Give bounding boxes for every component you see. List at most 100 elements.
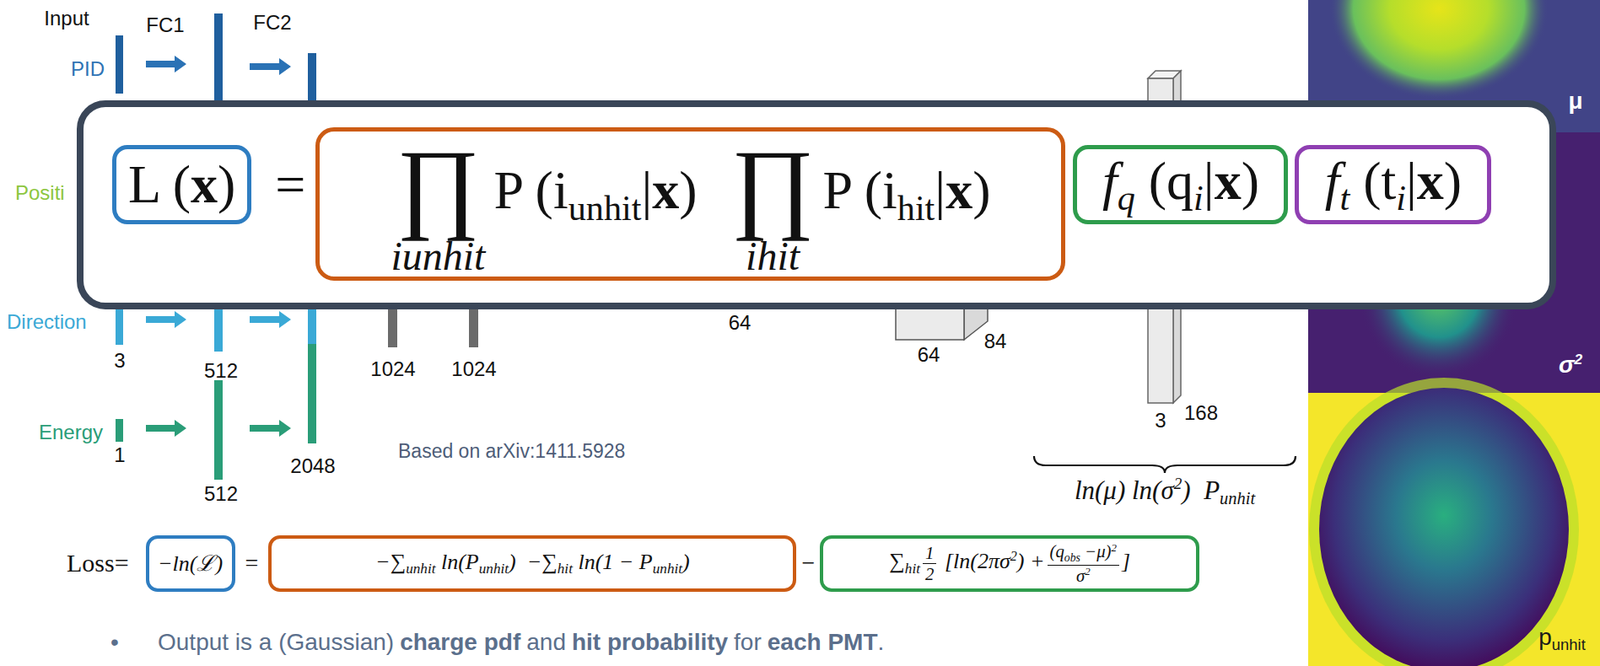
drawing-shape [1309, 377, 1579, 666]
formula-text: x [945, 160, 973, 221]
label-text: σ [1558, 351, 1575, 378]
label-group: 1024 [451, 357, 496, 382]
label-text: Based on arXiv:1411.5928 [398, 440, 625, 463]
drawing-shape [115, 303, 124, 345]
label-group: 64 [917, 343, 941, 367]
hit-probability-box: ∏iunhitP (iunhit|x)∏ihitP (ihit|x) [315, 127, 1066, 281]
formula-text: 2 [1010, 549, 1018, 564]
drawing-shape [249, 311, 291, 329]
drawing-shape [307, 53, 317, 103]
formula-row: P (iunhit|x) [493, 158, 697, 230]
label-text: Loss= [66, 549, 130, 577]
denominator: 2 [922, 564, 937, 585]
drawing-shape [115, 419, 124, 442]
label-text: 64 [728, 311, 752, 335]
label-text: PID [70, 57, 105, 81]
formula-row: −∑unhitln(Punhit)−∑hitln(1 − Punhit) [375, 549, 690, 579]
label-text: ) [1181, 474, 1191, 505]
label-text: FC1 [145, 13, 184, 37]
label-text: . [877, 629, 884, 656]
label-text: Energy [38, 420, 103, 444]
formula-text: q [1117, 177, 1136, 218]
label-group: Energy [38, 420, 103, 445]
label-text: 1 [113, 443, 125, 467]
drawing-shape [145, 55, 187, 73]
formula-text: = [274, 145, 306, 225]
label-group: punhit [1538, 624, 1586, 654]
formula-row: ∑hit12[ln(2πσ2) +(qobs−μ)2σ2] [888, 541, 1131, 586]
label-text: 1024 [370, 357, 415, 381]
formula-text: −∑ [375, 549, 406, 575]
formula-text: ∏ [731, 134, 815, 237]
formula-text: ln(P [441, 549, 480, 575]
numerator: (qobs−μ)2 [1047, 541, 1120, 566]
label-group: 64 [728, 311, 752, 335]
label-text: 84 [984, 329, 1008, 353]
formula-text: (q [1050, 541, 1065, 561]
label-text: ln(μ) ln(σ [1074, 474, 1175, 505]
drawing-shape [249, 58, 291, 76]
formula-text: | [641, 160, 653, 221]
formula-text: f [1325, 150, 1341, 211]
label-group: PID [70, 57, 105, 81]
drawing-shape [115, 35, 124, 94]
formula-text: i [1193, 177, 1204, 218]
formula-text: ] [1121, 549, 1131, 574]
formula-row: fq(qi|x) [1102, 149, 1260, 221]
drawing-shape [249, 420, 291, 437]
label-group: Loss= [66, 549, 130, 579]
label-group: 512 [204, 482, 238, 507]
label-group: 168 [1184, 401, 1218, 426]
formula-text: P (i [493, 160, 568, 221]
label-text: μ [1567, 87, 1583, 114]
formula-text: −μ) [1084, 541, 1111, 561]
label-group: Output is a (Gaussian)charge pdfandhit p… [157, 629, 884, 657]
output-brace [1034, 456, 1296, 474]
label-group: = [245, 549, 259, 577]
formula-text: ) [972, 160, 991, 221]
label-group: 3 [113, 349, 125, 373]
fraction: 12 [922, 543, 937, 585]
label-group: 2048 [290, 454, 335, 479]
label-text: = [245, 549, 259, 577]
formula-text: ) [508, 549, 517, 575]
label-text: each PMT [767, 629, 879, 656]
fraction: (qobs−μ)2σ2 [1047, 541, 1120, 586]
label-text: Output is a (Gaussian) [157, 629, 394, 656]
label-text: hit probability [571, 629, 728, 656]
formula-text: x [1416, 150, 1444, 211]
label-text: charge pdf [399, 629, 521, 656]
label-text: 2 [1573, 350, 1583, 368]
drawing-shape [214, 303, 223, 352]
formula-text: ∏ [396, 134, 480, 237]
formula-text: 2 [1111, 542, 1117, 555]
formula-text: unhit [479, 560, 509, 577]
formula-text: (q [1148, 150, 1194, 211]
formula-text: ln(1 − P [577, 549, 652, 575]
label-group: σ2 [1558, 351, 1583, 380]
formula-text: ) [217, 154, 236, 215]
formula-row: L (x) [128, 152, 236, 218]
drawing-shape [307, 303, 317, 345]
formula-text: [ln(2πσ [944, 549, 1011, 574]
formula-text: obs [1064, 551, 1081, 565]
formula-text: hit [905, 560, 921, 577]
formula-text: x [190, 154, 218, 215]
formula-text: 2 [925, 564, 934, 584]
formula-text: x [1214, 150, 1242, 211]
formula-text: hit [557, 560, 573, 577]
formula-text: ) [1241, 150, 1260, 211]
drawing-shape [1319, 387, 1569, 666]
loss-likelihood-box: −ln(ℒ) [145, 535, 236, 593]
label-text: 3 [113, 349, 125, 372]
formula-row: P (ihit|x) [822, 158, 991, 230]
formula-text: (t [1362, 150, 1396, 211]
drawing-shape [145, 420, 187, 437]
formula-panel: =L (x)∏iunhitP (iunhit|x)∏ihitP (ihit|x)… [76, 100, 1557, 310]
loss-row: −ln(ℒ)−∑unhitln(Punhit)−∑hitln(1 − Punhi… [66, 535, 1200, 593]
label-group: 3 [1154, 409, 1166, 433]
label-text: 3 [1154, 409, 1166, 432]
label-text: Input [43, 6, 89, 30]
formula-text: ) [678, 160, 697, 221]
product-operator: ∏ihit [731, 134, 815, 280]
